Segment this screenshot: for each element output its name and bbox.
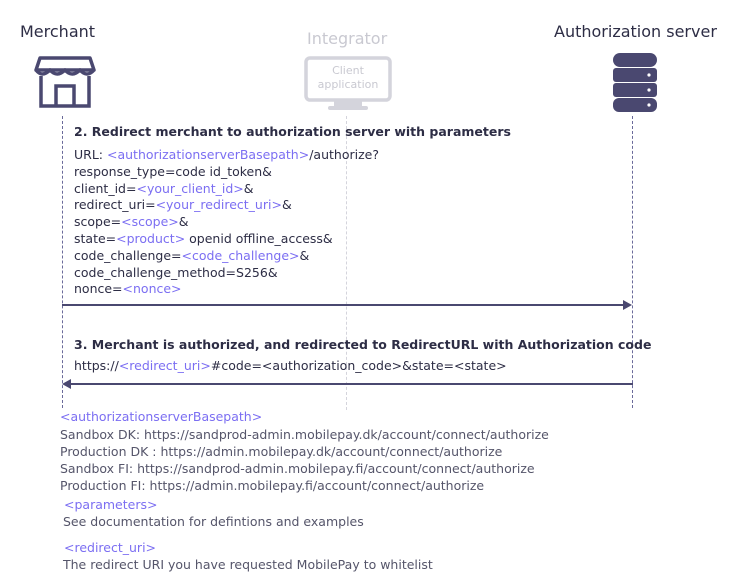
redirect-uri-label: <redirect_uri> — [64, 540, 157, 555]
request-param-line: client_id=<your_client_id>& — [74, 181, 379, 198]
basepath-production-fi: Production FI: https://admin.mobilepay.f… — [60, 478, 485, 493]
url-text: & — [243, 180, 254, 196]
url-text: state= — [74, 230, 117, 246]
request-param-line: code_challenge_method=S256& — [74, 265, 379, 282]
url-placeholder: <your_redirect_uri> — [155, 197, 282, 213]
request-param-line: state=<product> openid offline_access& — [74, 231, 379, 248]
parameters-description: See documentation for defintions and exa… — [63, 514, 364, 529]
url-placeholder: <redirect_uri> — [118, 358, 211, 373]
integrator-lifeline — [346, 116, 347, 410]
url-text: & — [178, 214, 189, 230]
url-text: #code=<authorization_code>&state=<state> — [210, 358, 507, 373]
request-param-line: response_type=code id_token& — [74, 164, 379, 181]
step-3-redirect-url: https://<redirect_uri>#code=<authorizati… — [74, 358, 507, 375]
url-text: code_challenge= — [74, 247, 182, 263]
url-text: client_id= — [74, 180, 137, 196]
url-placeholder: <scope> — [121, 214, 179, 230]
database-icon — [613, 53, 657, 112]
response-arrow-head — [62, 379, 71, 389]
request-arrow-head — [623, 300, 632, 310]
request-param-line: scope=<scope>& — [74, 214, 379, 231]
url-text: URL: — [74, 147, 107, 162]
parameters-label: <parameters> — [64, 497, 158, 512]
basepath-sandbox-dk: Sandbox DK: https://sandprod-admin.mobil… — [60, 427, 549, 442]
url-text: code_challenge_method=S256& — [74, 264, 278, 280]
step-2-request-url: URL: <authorizationserverBasepath>/autho… — [74, 147, 379, 298]
url-text: & — [281, 197, 292, 213]
url-text: response_type=code id_token& — [74, 163, 272, 179]
basepath-production-dk: Production DK : https://admin.mobilepay.… — [60, 444, 503, 459]
url-text: /authorize? — [309, 147, 379, 162]
url-text: scope= — [74, 214, 122, 230]
request-param-line: URL: <authorizationserverBasepath>/autho… — [74, 147, 379, 164]
actor-integrator: Integrator — [307, 29, 388, 48]
monitor-icon — [304, 56, 392, 110]
client-application-label: Client application — [308, 64, 388, 92]
url-text: & — [299, 247, 310, 263]
url-placeholder: <code_challenge> — [181, 247, 300, 263]
basepath-label: <authorizationserverBasepath> — [60, 409, 263, 424]
request-param-line: nonce=<nonce> — [74, 281, 379, 298]
actor-merchant: Merchant — [20, 22, 96, 41]
request-param-line: redirect_uri=<your_redirect_uri>& — [74, 197, 379, 214]
basepath-list: Sandbox DK: https://sandprod-admin.mobil… — [60, 426, 549, 494]
store-icon — [34, 56, 96, 108]
basepath-sandbox-fi: Sandbox FI: https://sandprod-admin.mobil… — [60, 461, 535, 476]
url-placeholder: <product> — [116, 230, 186, 246]
client-application-line-1: Client — [332, 64, 364, 77]
request-param-line: code_challenge=<code_challenge>& — [74, 248, 379, 265]
merchant-lifeline — [62, 116, 63, 408]
url-text: nonce= — [74, 281, 123, 297]
authorization-server-lifeline — [632, 116, 633, 408]
url-placeholder: <your_client_id> — [136, 180, 244, 196]
step-2-title: 2. Redirect merchant to authorization se… — [74, 124, 511, 139]
url-text: redirect_uri= — [74, 197, 156, 213]
request-arrow-line — [62, 304, 624, 306]
response-arrow-line — [71, 383, 633, 385]
step-3-title: 3. Merchant is authorized, and redirecte… — [74, 337, 652, 352]
url-text: https:// — [74, 358, 119, 373]
url-placeholder: <authorizationserverBasepath> — [106, 147, 310, 162]
client-application-line-2: application — [317, 78, 379, 91]
redirect-uri-description: The redirect URI you have requested Mobi… — [63, 557, 433, 572]
url-placeholder: <nonce> — [122, 281, 182, 297]
url-text: openid offline_access& — [185, 230, 333, 246]
actor-authorization-server: Authorization server — [554, 22, 717, 41]
